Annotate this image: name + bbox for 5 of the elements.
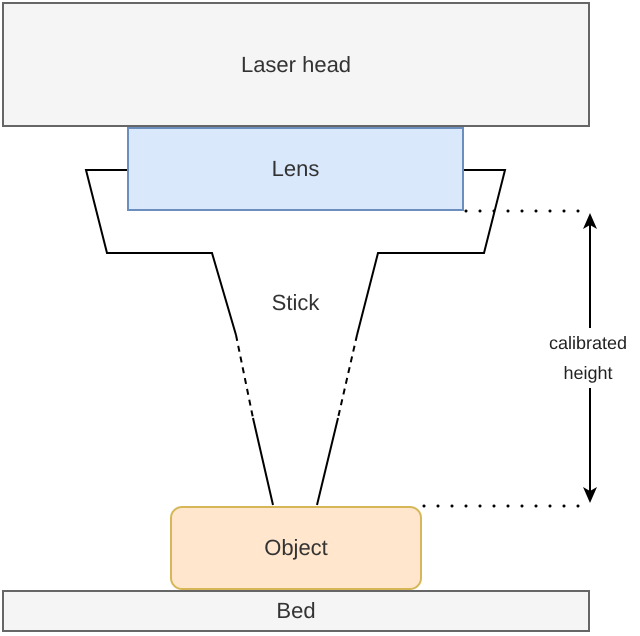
lens-box: Lens — [127, 127, 464, 211]
part-label: Stick — [270, 290, 320, 316]
bed-box: Bed — [2, 590, 590, 632]
object-box: Object — [170, 506, 422, 590]
laser-head-box: Laser head — [2, 2, 590, 127]
